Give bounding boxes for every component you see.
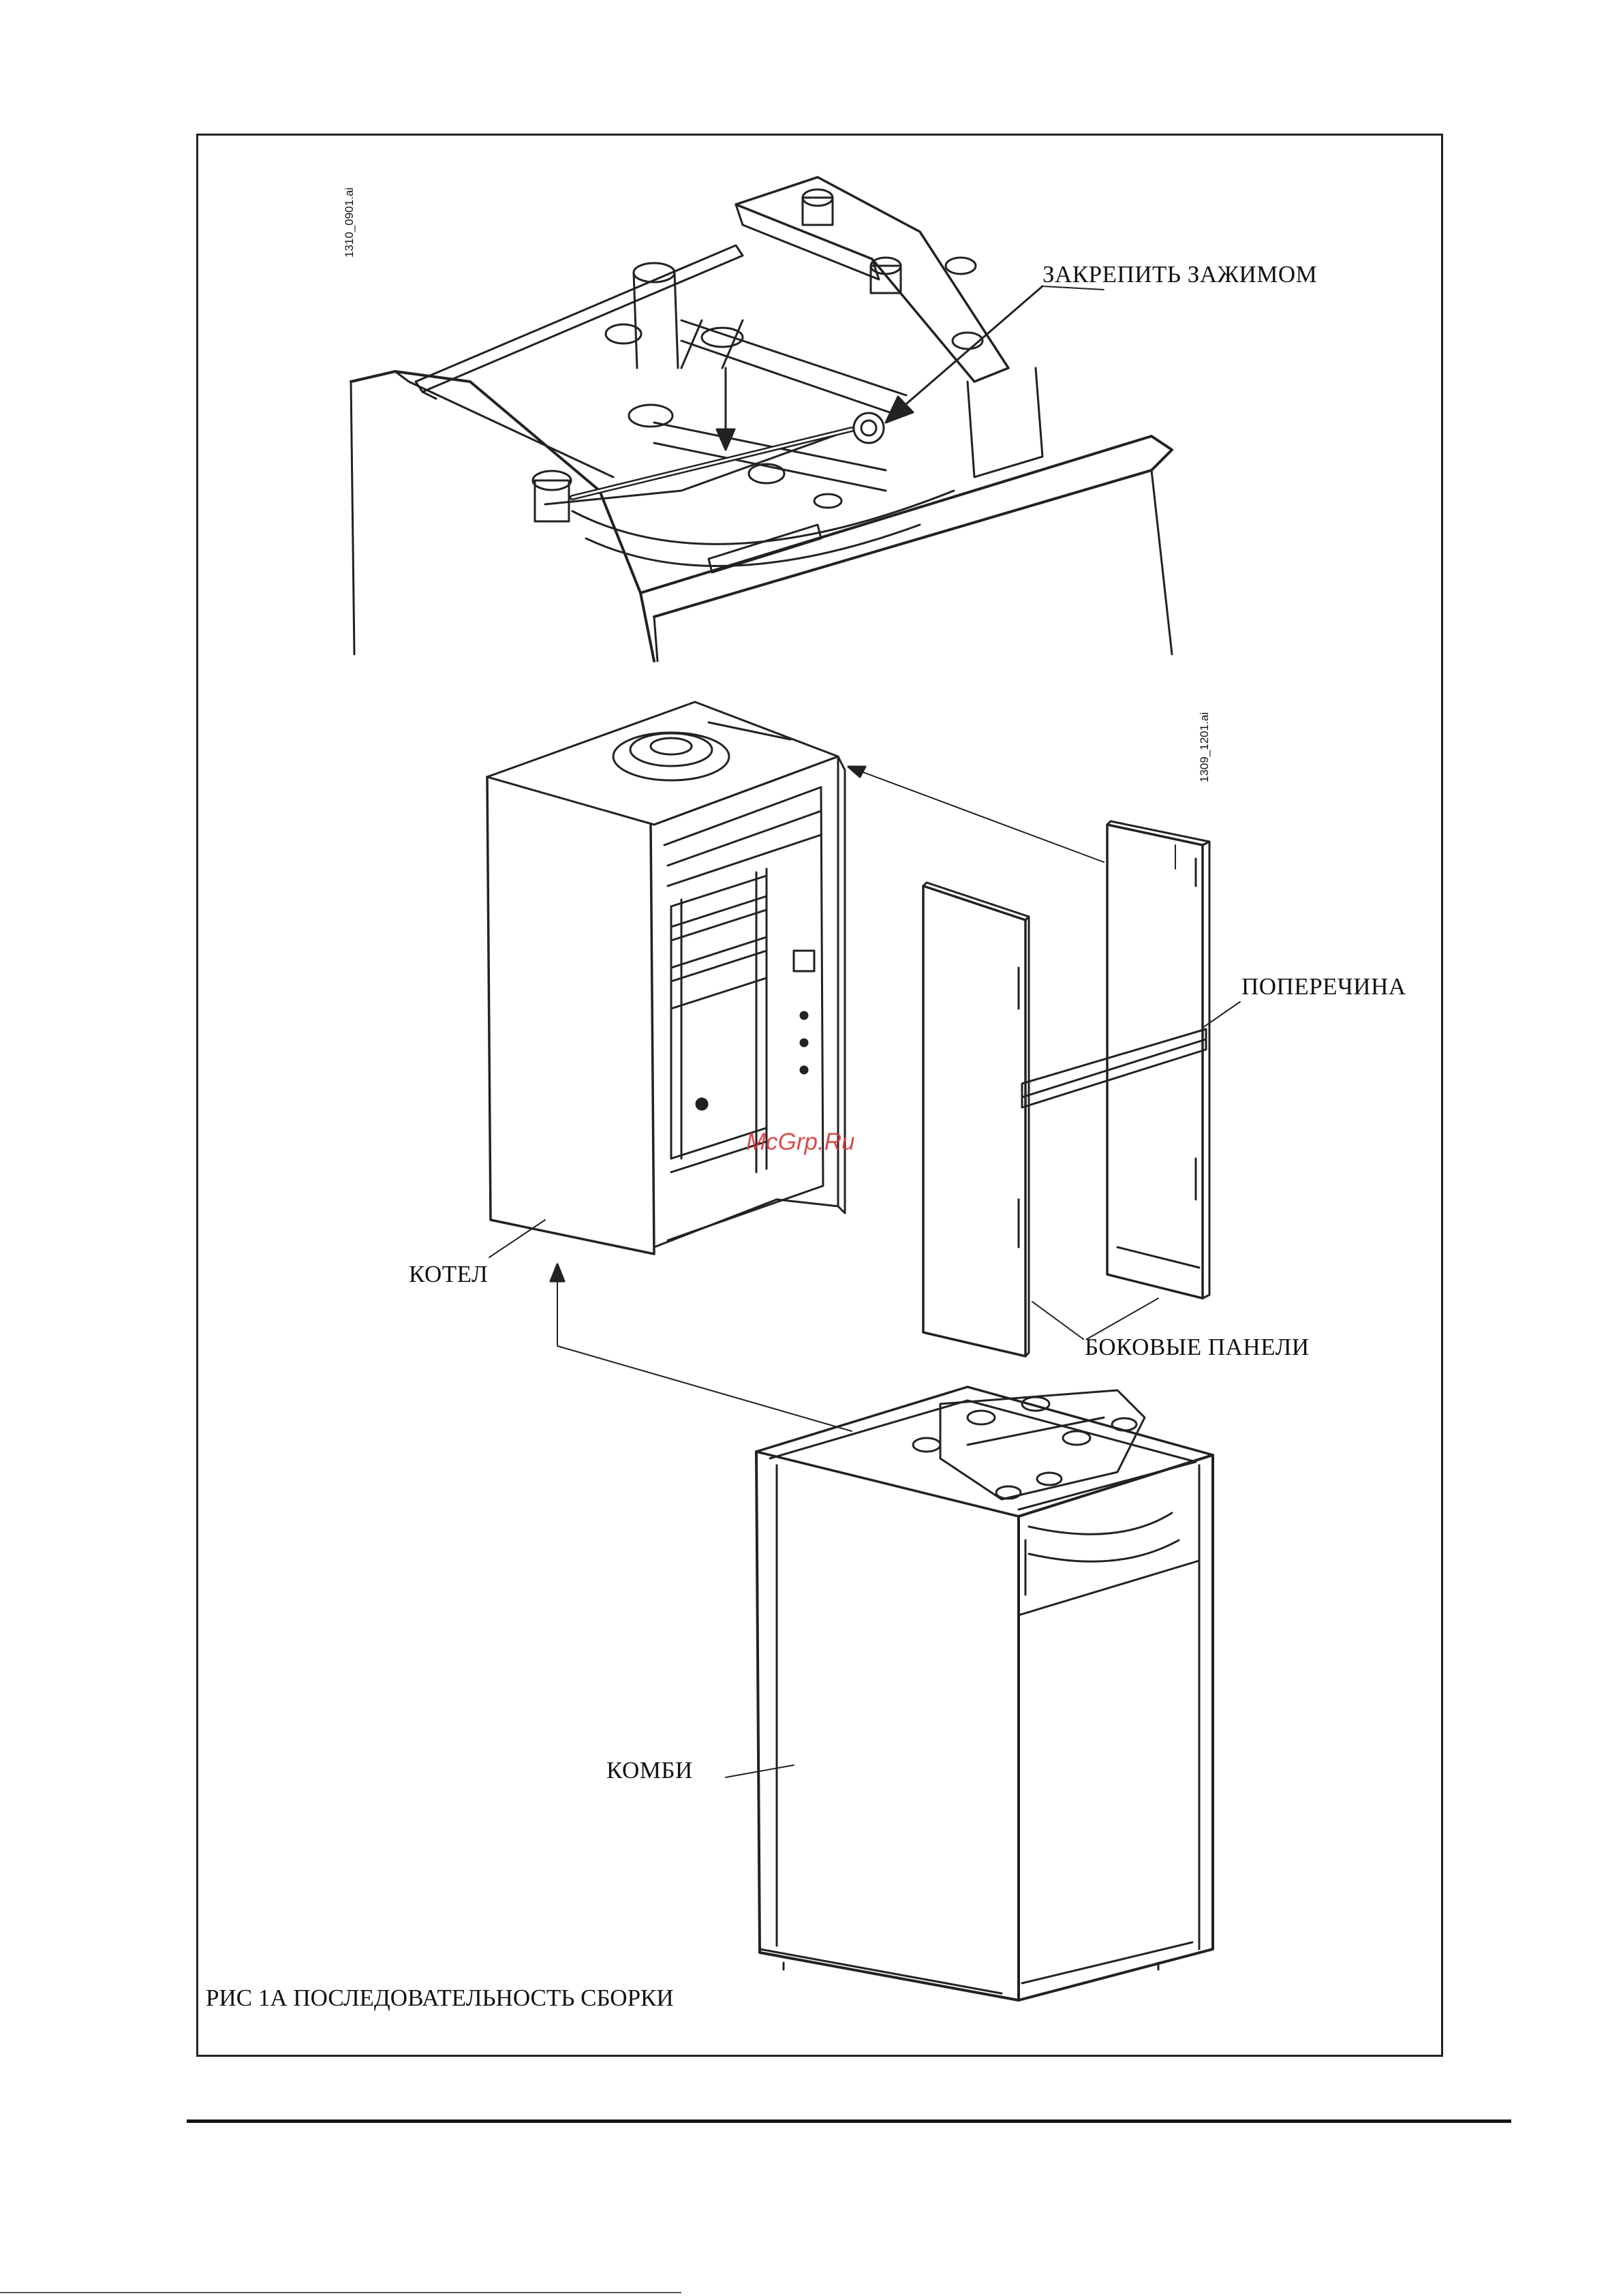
label-boiler: КОТЕЛ	[409, 1261, 488, 1288]
watermark: McGrp.Ru	[746, 1129, 854, 1156]
figure-caption: РИС 1А ПОСЛЕДОВАТЕЛЬНОСТЬ СБОРКИ	[206, 1985, 674, 2012]
label-side-panels: БОКОВЫЕ ПАНЕЛИ	[1085, 1334, 1310, 1361]
file-id-top: 1310_0901.ai	[343, 187, 356, 258]
page-bottom-rule	[0, 2292, 681, 2293]
page-footer-rule	[187, 2119, 1511, 2123]
label-crossbar: ПОПЕРЕЧИНА	[1241, 973, 1406, 1000]
side-panels-drawing	[848, 767, 1240, 1356]
file-id-middle: 1309_1201.ai	[1198, 712, 1211, 782]
label-combi: КОМБИ	[606, 1757, 693, 1784]
top-detail-drawing	[351, 177, 1172, 661]
boiler-unit-drawing	[487, 702, 845, 1257]
combi-unit-drawing	[551, 1264, 1213, 2000]
label-clamp: ЗАКРЕПИТЬ ЗАЖИМОМ	[1042, 261, 1317, 288]
